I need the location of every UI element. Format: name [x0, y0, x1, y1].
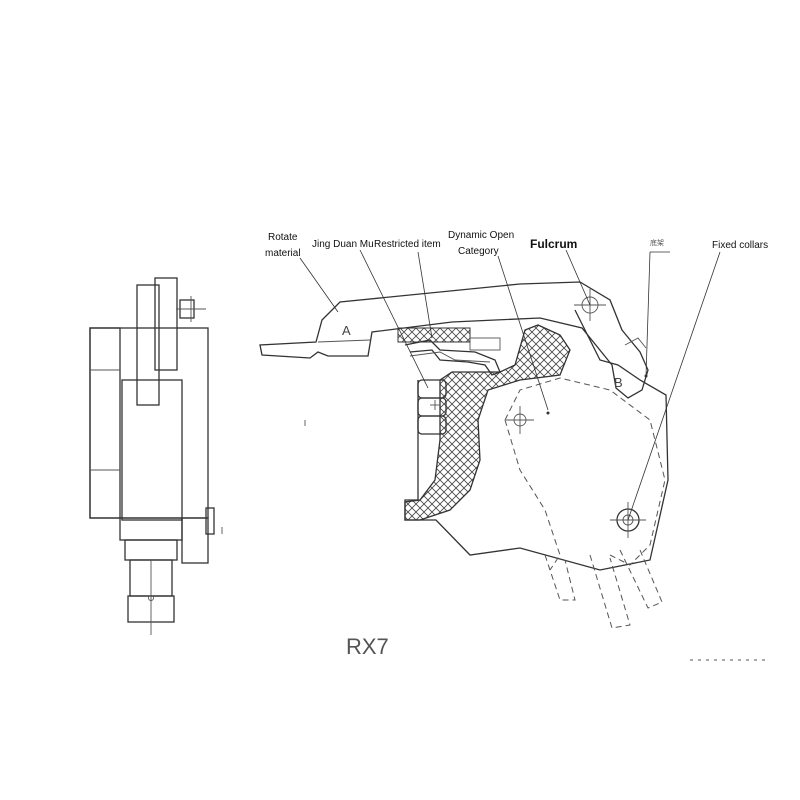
- diagram-title: RX7: [346, 634, 389, 659]
- label-jing-duan-mu: Jing Duan Mu: [312, 239, 374, 250]
- label-dynamic-open-1: Dynamic Open: [448, 230, 514, 241]
- part-label-b: B: [614, 375, 623, 390]
- label-chinese: 底架: [650, 238, 664, 247]
- side-view: [89, 277, 223, 635]
- rotating-lever-a: [259, 281, 649, 399]
- label-rotate-material-2: material: [265, 248, 301, 259]
- dashed-moving-position: [504, 377, 666, 566]
- label-fixed-collars: Fixed collars: [712, 240, 768, 251]
- label-rotate-material-1: Rotate: [268, 232, 298, 243]
- restricted-spring: [404, 339, 501, 376]
- label-restricted-item: Restricted item: [374, 239, 441, 250]
- label-fulcrum: Fulcrum: [530, 237, 577, 251]
- leader-lines: [299, 249, 721, 521]
- label-dynamic-open-2: Category: [458, 246, 499, 257]
- switch-mechanism: [259, 281, 770, 661]
- part-label-a: A: [342, 323, 351, 338]
- hatched-movable-part: [404, 324, 571, 521]
